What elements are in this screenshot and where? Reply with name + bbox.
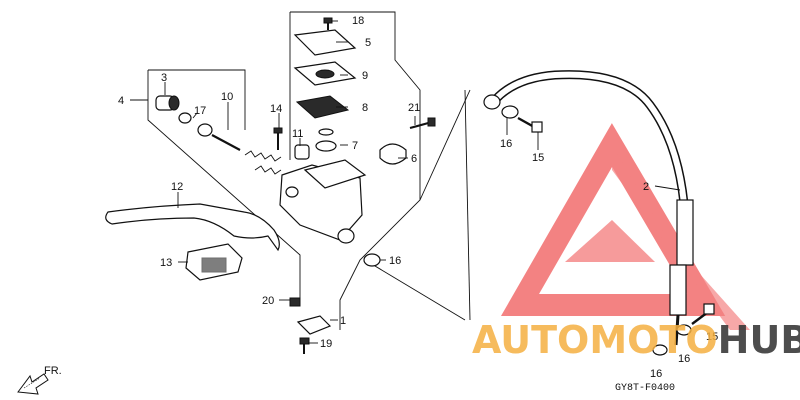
watermark-text-dark: HUB: [717, 318, 800, 362]
callout-16-lower-a: 16: [650, 368, 662, 380]
callout-10: 10: [221, 91, 233, 103]
part-1-stop-switch: [296, 315, 332, 335]
callout-21: 21: [408, 102, 420, 114]
part-15-bolt-upper: [517, 116, 543, 133]
direction-label: FR.: [44, 365, 62, 377]
part-18-screw: [323, 17, 333, 30]
part-20-nut: [289, 297, 301, 307]
part-5-reservoir-cap: [293, 29, 357, 56]
part-19-screw: [299, 337, 310, 354]
callout-11: 11: [292, 128, 303, 140]
callout-5: 5: [365, 37, 371, 49]
part-11-cap: [294, 144, 310, 160]
callout-1: 1: [340, 315, 346, 327]
watermark-text: AUTOMOTOHUB: [472, 318, 800, 362]
callout-labels: 18 5 9 8 7 4 3 10 17 14 11 21 6 12 13 20…: [118, 15, 718, 380]
callout-7: 7: [352, 140, 358, 152]
watermark-logo-icon: [500, 123, 750, 330]
assembly-frame-lines: [147, 11, 471, 330]
callout-16-upper: 16: [500, 138, 512, 150]
part-16-washer-upper: [501, 105, 519, 119]
part-3-boot: [155, 95, 180, 111]
callout-6: 6: [411, 153, 417, 165]
callout-20: 20: [262, 295, 274, 307]
part-12-brake-lever: [105, 203, 280, 252]
part-13-switch: [185, 243, 243, 281]
watermark-text-orange: AUTOMOTO: [472, 318, 718, 362]
callout-19: 19: [320, 338, 332, 350]
part-17-circlip: [178, 112, 192, 124]
callout-leader-lines: [130, 20, 681, 344]
part-16-washer-lower-b: [676, 324, 692, 336]
callout-4: 4: [118, 95, 124, 107]
part-15-bolt-lower: [691, 303, 715, 325]
part-14-bolt: [273, 127, 283, 150]
part-7-seal: [315, 140, 337, 152]
part-10-piston-set: [197, 123, 282, 175]
callout-12: 12: [171, 181, 183, 193]
diagram-code: GY8T-F0400: [615, 383, 676, 394]
callout-14: 14: [270, 103, 282, 115]
callout-9: 9: [362, 70, 368, 82]
callout-3: 3: [161, 72, 167, 84]
callout-13: 13: [160, 257, 172, 269]
part-16-washer-lower-a: [652, 344, 668, 356]
callout-15-lower: 15: [706, 331, 718, 343]
callout-2: 2: [643, 181, 649, 193]
front-direction-arrow-icon: FR.: [17, 365, 62, 395]
callout-17: 17: [194, 105, 206, 117]
part-2-brake-hose: [483, 70, 694, 346]
callout-18: 18: [352, 15, 364, 27]
part-21-bolt: [409, 117, 436, 130]
part-6-holder: [379, 143, 407, 165]
part-16-washer: [363, 253, 381, 267]
part-8-diaphragm: [295, 95, 350, 119]
callout-16-cylinder: 16: [389, 255, 401, 267]
callout-8: 8: [362, 102, 368, 114]
callout-15-upper: 15: [532, 152, 544, 164]
callout-16-lower-b: 16: [678, 353, 690, 365]
master-cylinder-body: [279, 159, 367, 244]
